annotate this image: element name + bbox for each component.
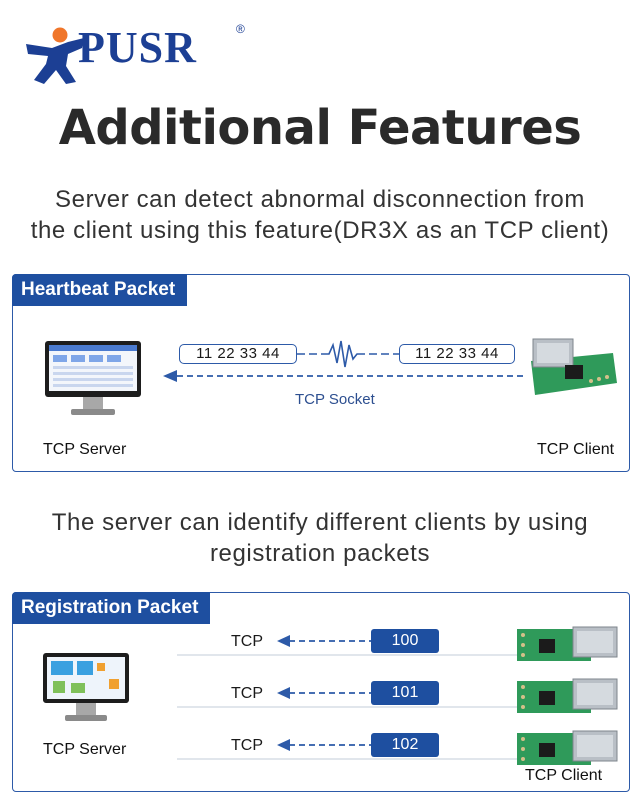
pusr-logo-icon [26,27,84,84]
tcp-server-label: TCP Server [43,441,127,458]
monitor-icon [43,653,129,721]
registration-description-line1: The server can identify different client… [51,509,589,536]
tcp-client-label: TCP Client [525,767,603,784]
tcp-client-module-icon [517,678,618,713]
tcp-socket-arrow [163,370,527,382]
registration-id-badge: 102 [371,733,439,757]
heartbeat-packet-right: 11 22 33 44 [399,344,515,364]
tcp-socket-label: TCP Socket [295,391,375,408]
registration-row-protocol: TCP [231,685,263,702]
monitor-icon [45,341,141,415]
heartbeat-tab: Heartbeat Packet [12,274,188,306]
heartbeat-panel: Heartbeat Packet 11 22 33 44 11 22 33 44… [12,274,630,472]
registration-id-badge: 101 [371,681,439,705]
registration-tab: Registration Packet [12,592,211,624]
tcp-client-module-icon [531,338,617,395]
page-title: Additional Features [58,100,582,156]
registration-id-badge: 100 [371,629,439,653]
heartbeat-description: Server can detect abnormal disconnection… [0,184,640,246]
tcp-client-label: TCP Client [537,441,615,458]
brand-name: PUSR [78,23,197,72]
registered-mark: ® [236,22,245,36]
tcp-client-module-icon [517,626,618,661]
registration-row-protocol: TCP [231,633,263,650]
registration-panel: Registration Packet TCP 100 TCP 101 [12,592,630,792]
tcp-client-module-icon [517,730,618,765]
registration-description-line2: registration packets [209,540,431,567]
registration-row-lines [177,635,517,760]
heartbeat-description-line1: Server can detect abnormal disconnection… [55,186,585,213]
heartbeat-packet-left: 11 22 33 44 [179,344,297,364]
tcp-server-label: TCP Server [43,741,127,758]
registration-description: The server can identify different client… [0,507,640,569]
registration-row-protocol: TCP [231,737,263,754]
heartbeat-wave-icon [297,340,399,368]
heartbeat-description-line2: the client using this feature(DR3X as an… [30,217,610,244]
